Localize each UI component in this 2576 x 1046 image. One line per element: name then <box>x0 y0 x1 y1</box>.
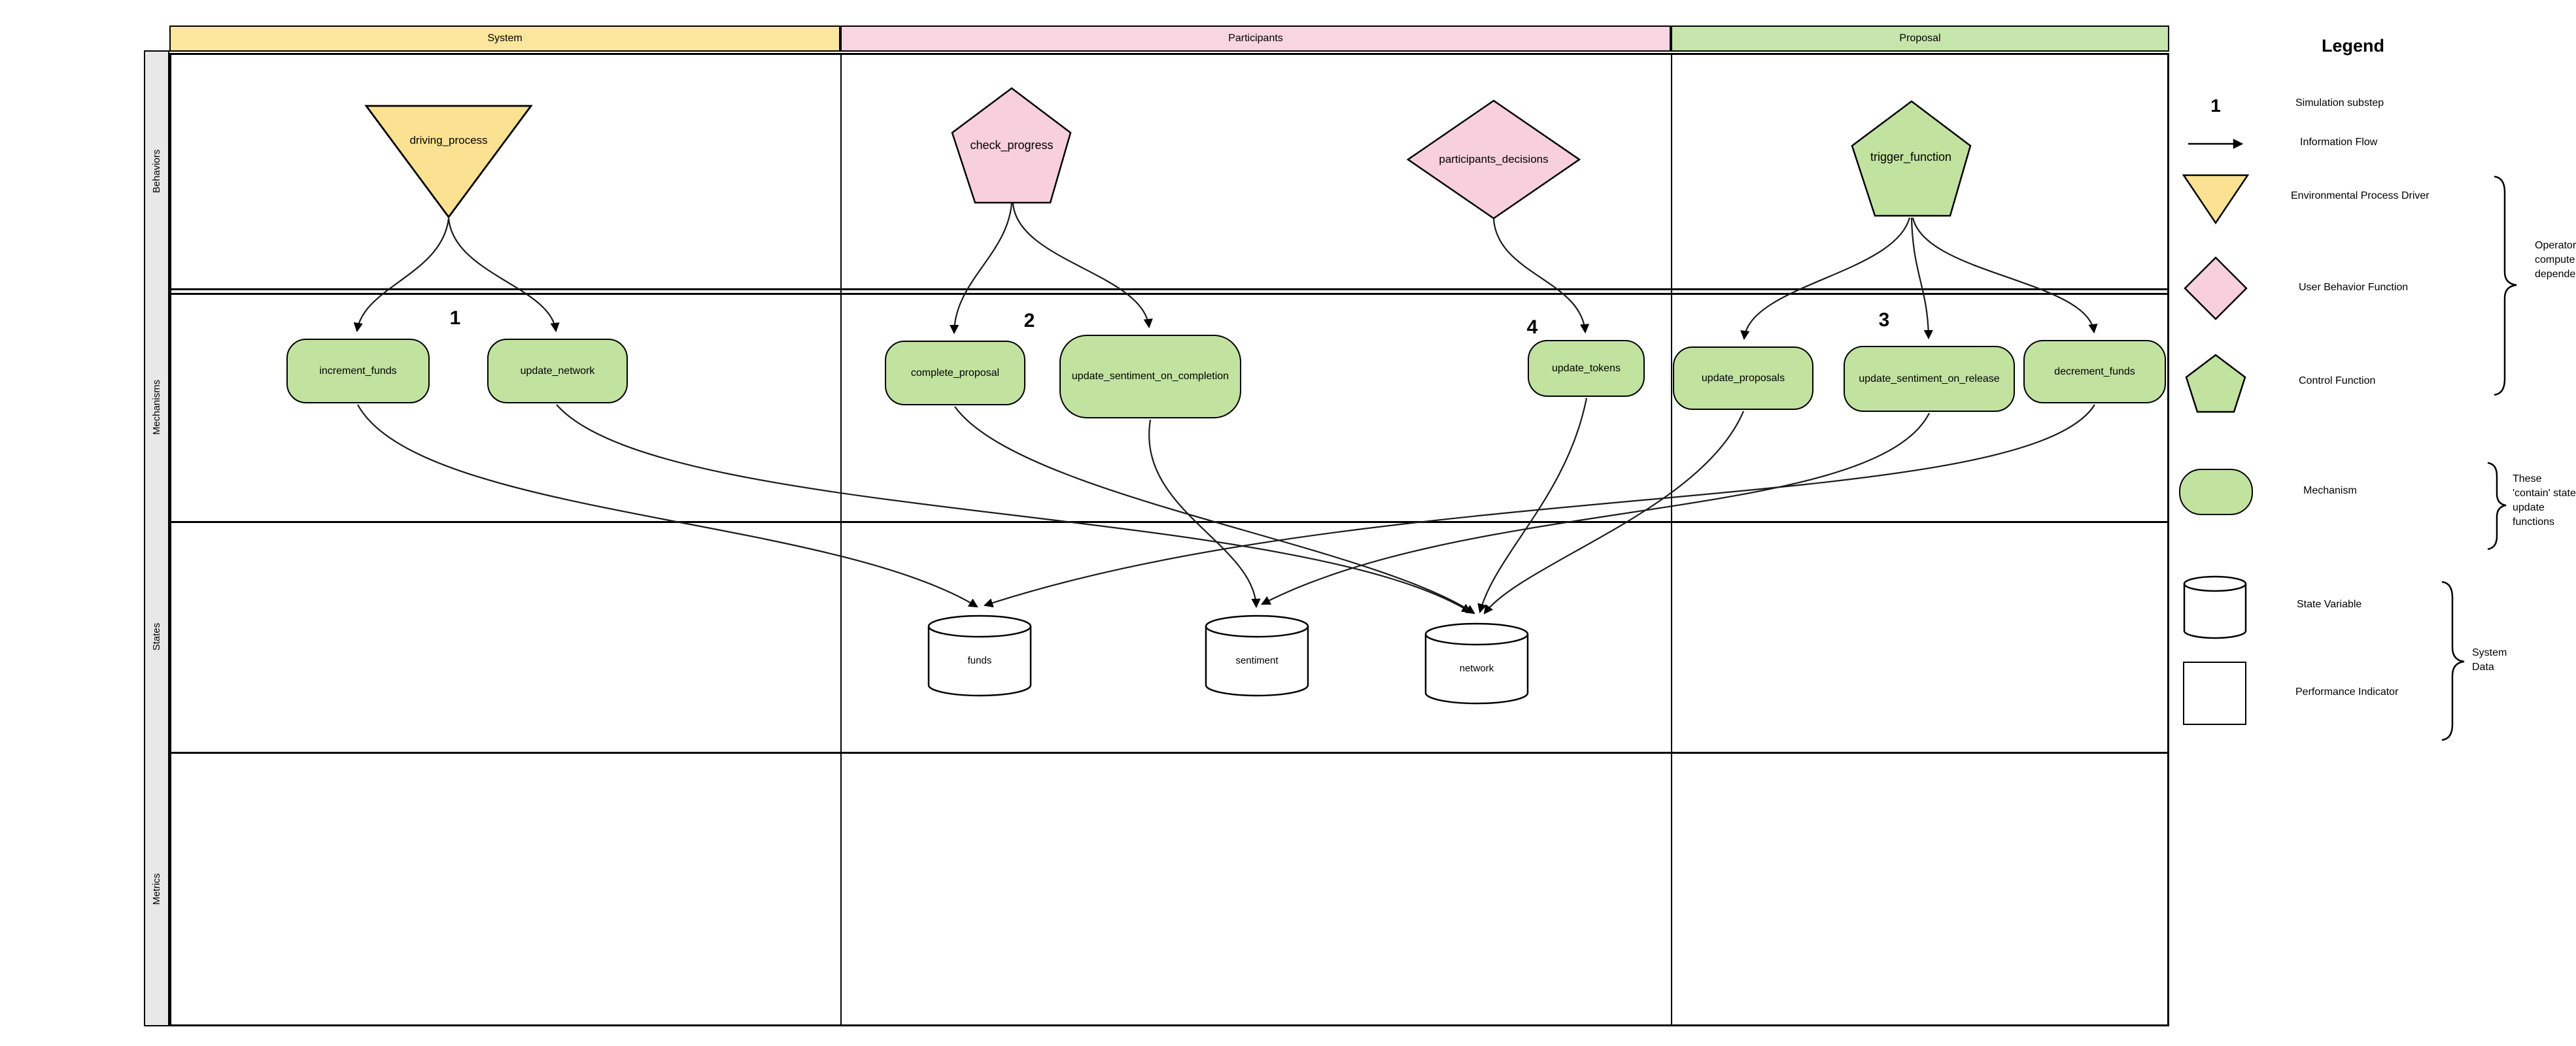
behavior-trigger-function: trigger_function <box>1870 150 1952 163</box>
mechanism-update-network: update_network <box>487 339 628 403</box>
state-variable-cylinder-funds <box>927 615 1032 697</box>
mechanism-update-sentiment-on-completion: update_sentiment_on_completion <box>1059 335 1241 418</box>
legend-diamond-icon <box>2184 256 2248 320</box>
grid-vline <box>1671 53 1672 1026</box>
legend-annotation-operators: Operators which compute state dependent … <box>2535 240 2576 280</box>
state-variable-cylinder-network <box>1424 622 1529 705</box>
legend-label-control-function: Control Function <box>2299 375 2376 386</box>
substep-marker-1: 1 <box>449 307 461 329</box>
environmental-process-driver-shape <box>364 105 533 219</box>
mechanism-update-tokens: update_tokens <box>1528 340 1645 397</box>
mechanism-complete-proposal: complete_proposal <box>885 341 1025 405</box>
state-funds: funds <box>967 654 992 666</box>
legend-label-simulation-substep: Simulation substep <box>2295 97 2384 109</box>
substep-marker-4: 4 <box>1526 316 1538 338</box>
substep-marker-2: 2 <box>1023 310 1035 331</box>
swimlane-header-label: Proposal <box>1899 33 1941 44</box>
legend-label-user-behavior-function: User Behavior Function <box>2299 282 2409 293</box>
legend-brace-mechanism <box>2487 462 2507 550</box>
state-sentiment: sentiment <box>1235 654 1279 666</box>
legend-stadium-icon <box>2179 469 2253 515</box>
mechanism-update-proposals: update_proposals <box>1673 346 1813 410</box>
grid-hline-mechanisms-states <box>144 521 2169 523</box>
legend-brace-system-data <box>2441 581 2465 741</box>
grid-hline-states-metrics <box>144 752 2169 754</box>
legend-cylinder-icon <box>2183 575 2247 639</box>
legend-label-state-variable: State Variable <box>2297 599 2362 610</box>
legend-label-information-flow: Information Flow <box>2300 137 2378 148</box>
mechanism-increment-funds: increment_funds <box>286 339 430 403</box>
legend-substep-number-icon: 1 <box>2210 95 2221 116</box>
legend-annotation-contain-state: These 'contain' state update functions <box>2513 473 2576 528</box>
substep-marker-3: 3 <box>1878 309 1890 331</box>
control-function-shape-trigger-function <box>1851 100 1972 217</box>
information-flow-arrow-icon <box>2188 139 2244 149</box>
legend-pentagon-icon <box>2185 354 2246 413</box>
swimlane-header-proposal: Proposal <box>1671 25 2169 52</box>
swimlane-header-label: System <box>487 33 523 44</box>
swimlane-header-system: System <box>169 25 840 52</box>
user-behavior-function-shape <box>1406 99 1581 220</box>
legend-annotation-system-data: System Data <box>2472 647 2507 673</box>
legend-triangle-down-icon <box>2182 174 2250 225</box>
swimlane-grid <box>169 53 2169 1026</box>
mechanism-decrement-funds: decrement_funds <box>2023 340 2166 403</box>
behavior-check-progress: check_progress <box>970 138 1054 152</box>
grid-hline-behaviors-mechanisms <box>144 288 2169 290</box>
row-label-sidebar <box>144 50 169 1026</box>
swimlane-header-label: Participants <box>1228 33 1283 44</box>
behavior-participants-decisions: participants_decisions <box>1439 153 1549 165</box>
grid-vline <box>840 53 842 1026</box>
state-variable-cylinder-sentiment <box>1205 615 1309 697</box>
grid-hline-behaviors-mechanisms-2 <box>144 293 2169 295</box>
state-network: network <box>1459 662 1494 674</box>
control-function-shape-check-progress <box>951 87 1072 204</box>
legend-label-mechanism: Mechanism <box>2303 485 2357 496</box>
mechanism-update-sentiment-on-release: update_sentiment_on_release <box>1844 346 2015 412</box>
behavior-driving-process: driving_process <box>409 134 488 146</box>
legend-label-performance-indicator: Performance Indicator <box>2295 686 2399 698</box>
legend-square-icon <box>2183 662 2246 725</box>
legend-title: Legend <box>2321 36 2384 56</box>
swimlane-header-participants: Participants <box>840 25 1671 52</box>
legend-label-environmental-process-driver: Environmental Process Driver <box>2291 190 2430 201</box>
legend-brace-operators <box>2494 175 2517 396</box>
